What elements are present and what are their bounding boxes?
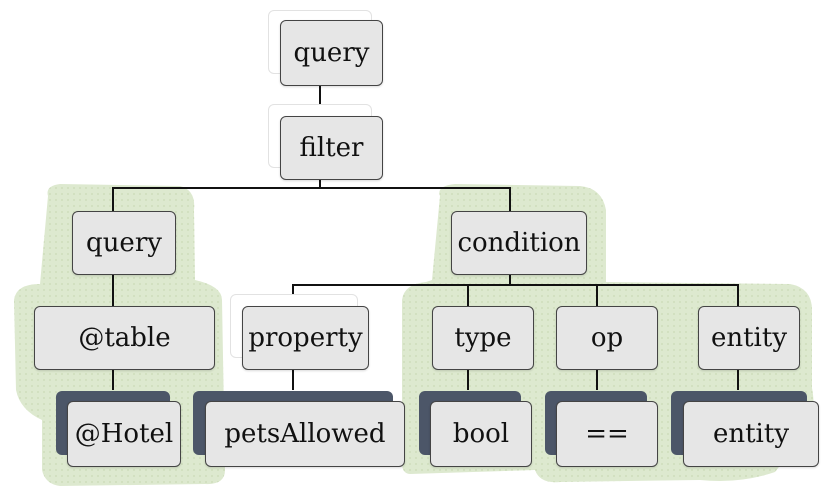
leaf-bool: bool [430,401,532,467]
node-filter: filter [280,116,383,180]
node-entity: entity [698,306,800,370]
node-table: @table [34,306,215,370]
edge-filter-children [112,187,511,212]
node-property: property [242,306,369,370]
node-type: type [432,306,534,370]
node-op: op [556,306,658,370]
node-condition: condition [451,211,587,275]
leaf-hotel: @Hotel [67,401,181,467]
node-left-query: query [72,211,176,275]
node-root-query: query [280,20,383,86]
leaf-pets-allowed: petsAllowed [205,401,405,467]
leaf-equals: == [556,401,658,467]
leaf-entity-value: entity [683,401,819,467]
